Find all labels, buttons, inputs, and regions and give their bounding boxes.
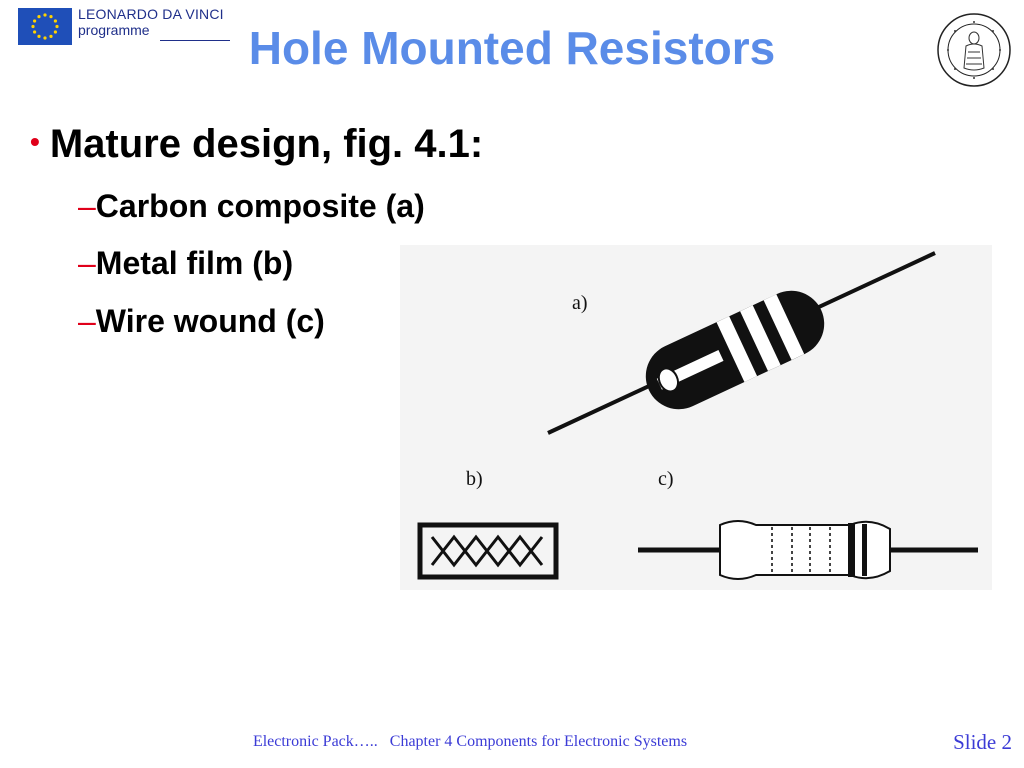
programme-logo: LEONARDO DA VINCI programme [78,6,224,38]
sub-bullet-carbon: –Carbon composite (a) [78,186,425,226]
eu-flag-icon [18,8,72,45]
logo-underline [160,40,230,41]
logo-line2: programme [78,22,150,38]
logo-line1: LEONARDO DA VINCI [78,6,224,22]
footer-left: Electronic Pack….. [252,733,378,750]
sub-bullet-text: Metal film (b) [95,245,294,281]
bullet-main: • Mature design, fig. 4.1: [30,118,483,168]
metal-film-resistor [417,522,559,580]
dash-icon: – [78,188,96,224]
bullet-dot-icon: • [30,126,40,157]
label-c: c) [658,468,674,490]
sub-bullet-text: Carbon composite (a) [95,188,425,224]
carbon-composite-resistor [547,251,936,435]
sub-bullet-text: Wire wound (c) [95,303,325,339]
sub-bullet-metal: –Metal film (b) [78,243,293,283]
footer: Electronic Pack….. Chapter 4 Components … [0,733,940,751]
label-a: a) [572,292,588,314]
slide-number: Slide 2 [953,730,1012,754]
page-title: Hole Mounted Resistors [248,22,776,74]
dash-icon: – [78,245,96,281]
label-b: b) [466,468,483,490]
wire-wound-resistor [638,520,978,580]
sub-bullet-wire: –Wire wound (c) [78,301,325,341]
university-seal-icon [937,13,1011,87]
footer-chapter: Chapter 4 Components for Electronic Syst… [389,733,688,750]
resistor-figure: a) b) c) [400,245,992,590]
dash-icon: – [78,303,96,339]
bullet-main-text: Mature design, fig. 4.1: [49,122,484,166]
